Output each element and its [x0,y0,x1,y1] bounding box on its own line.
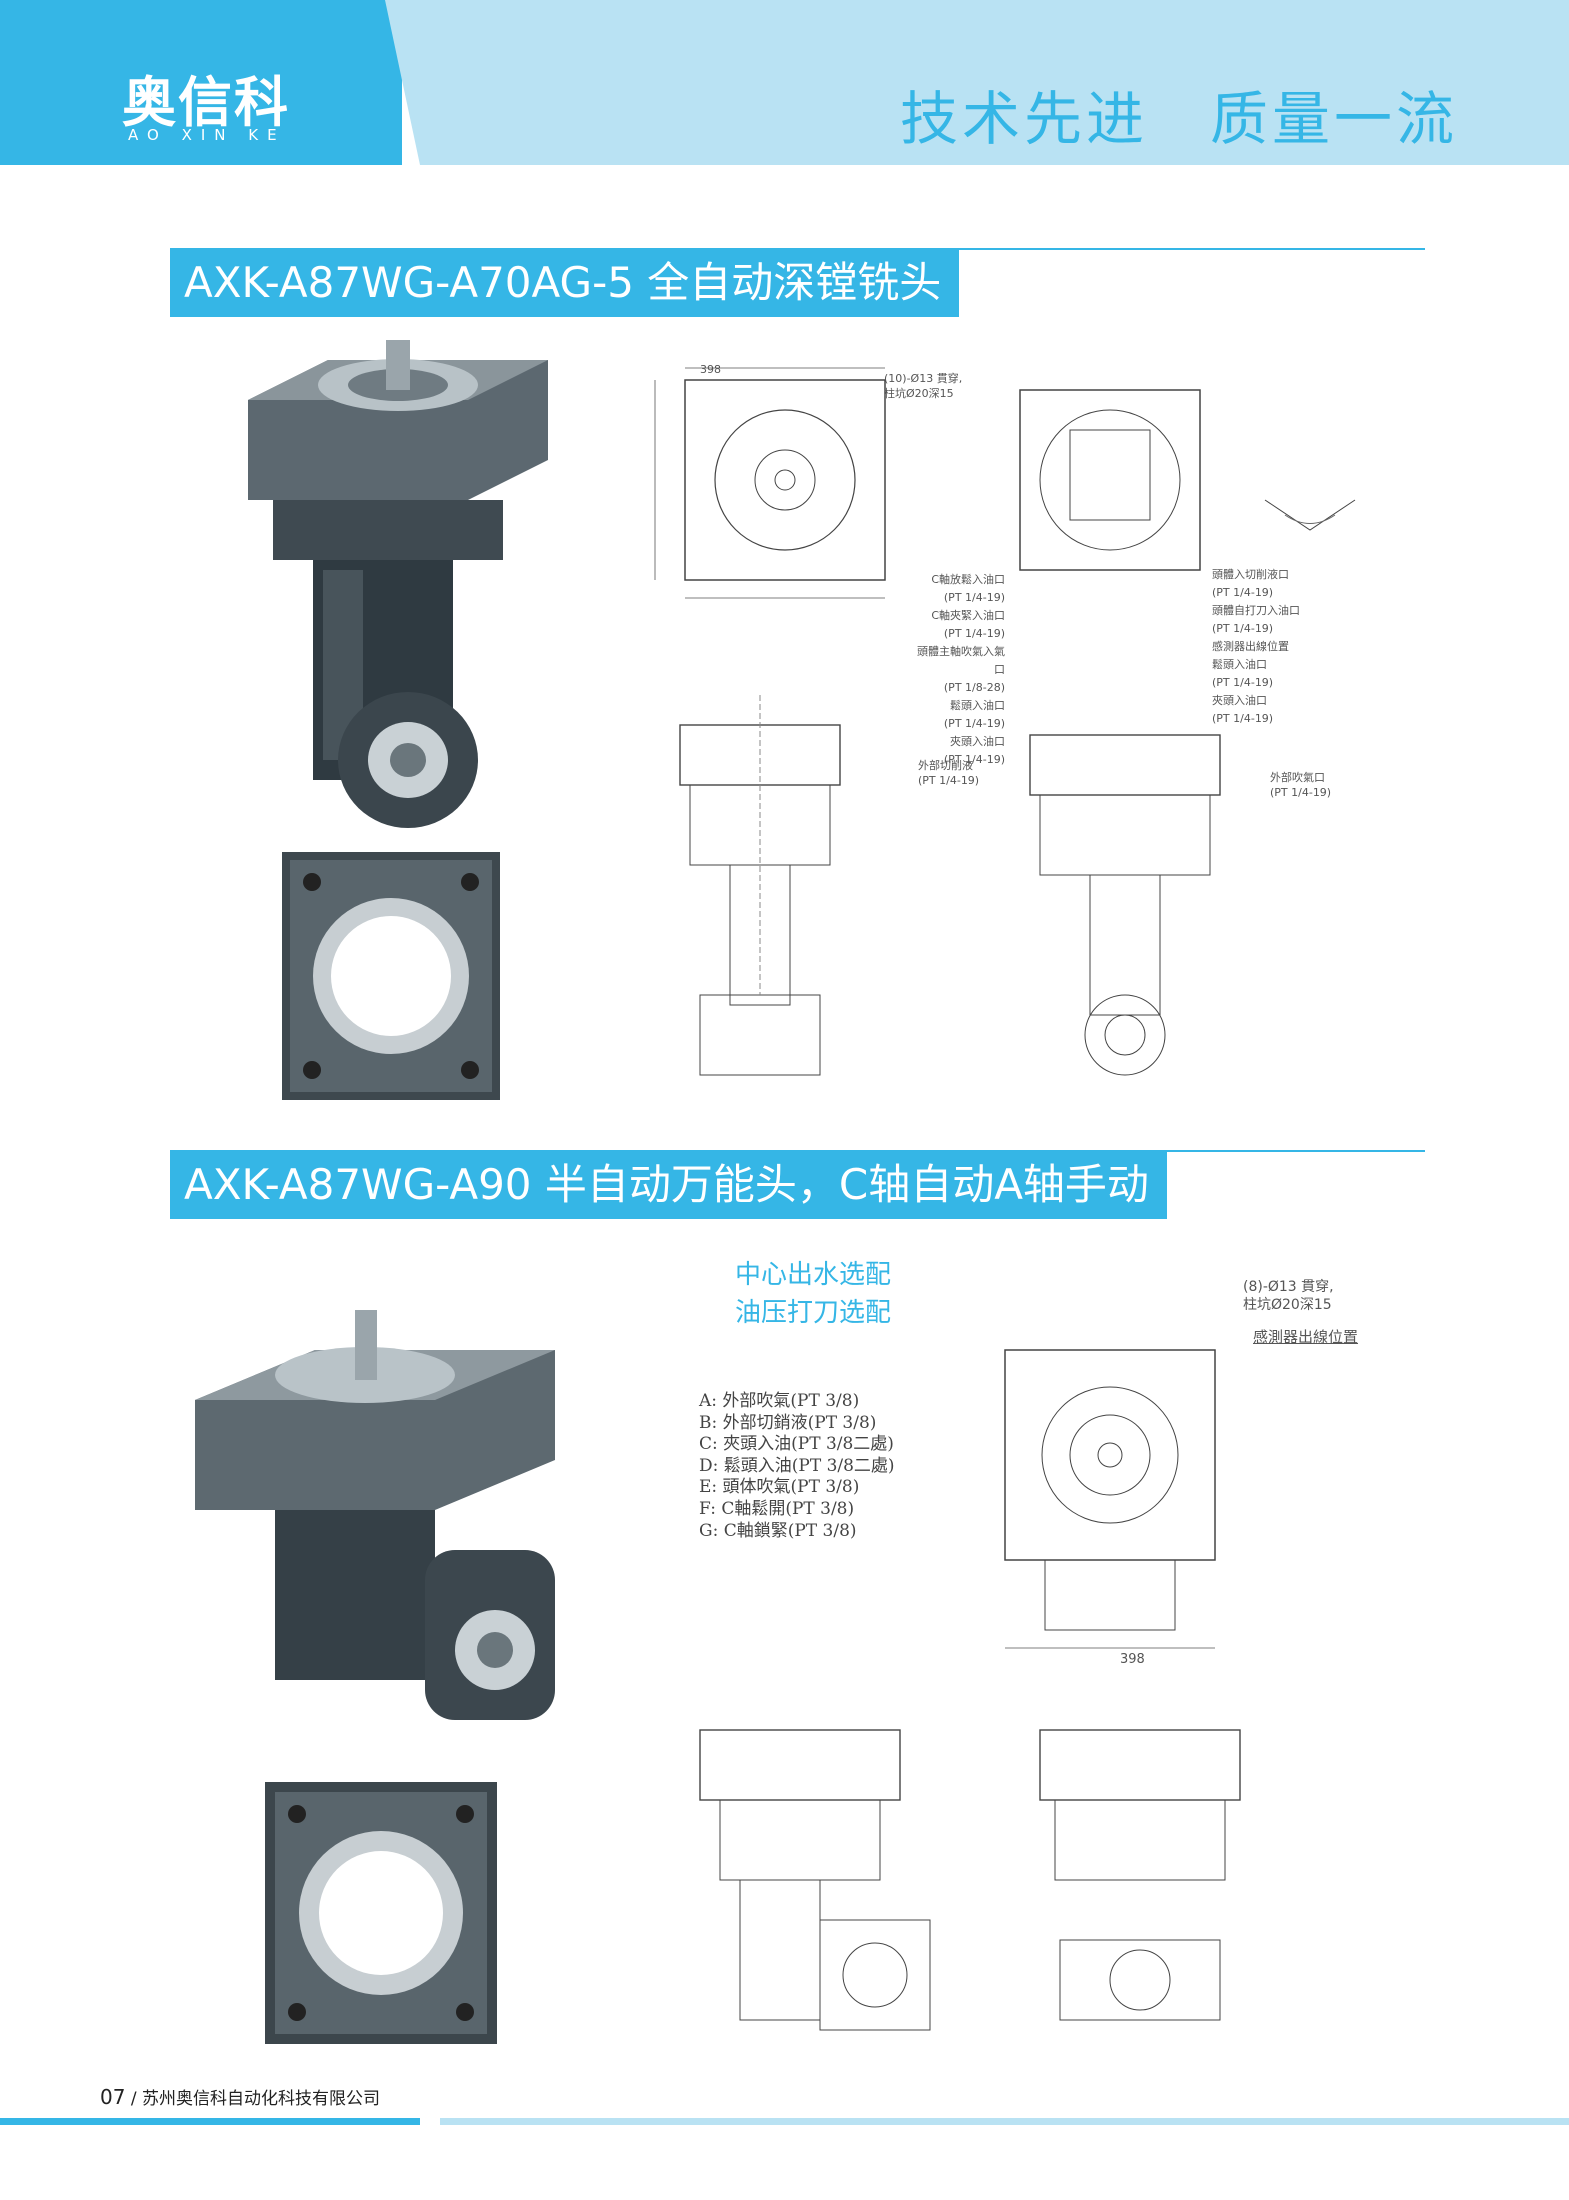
port-label: 頭體主軸吹氣入氣口 [917,645,1005,676]
port-c: C: 夾頭入油(PT 3/8二處) [699,1434,894,1455]
footer-separator: / [130,2089,142,2109]
port-label: 鬆頭入油口 [1212,658,1267,671]
page-number: 07 [100,2085,126,2109]
port-label: 夾頭入油口 [1212,694,1267,707]
external-air-spec: (PT 1/4-19) [1270,786,1332,799]
section1-side-elevation-drawing [1010,715,1240,1105]
section1-title: AXK-A87WG-A70AG-5 全自动深镗铣头 [170,249,960,317]
hole-note-line2: 柱坑Ø20深15 [1243,1297,1332,1313]
section1-top-dims: 398 [700,360,721,379]
side-elevation2-svg [1039,1729,1241,2021]
port-label: (PT 1/4-19) [943,753,1005,766]
port-label: 頭體入切削液口 [1212,568,1289,581]
port-label: (PT 1/4-19) [943,627,1005,640]
section2-port-list: A: 外部吹氣(PT 3/8) B: 外部切銷液(PT 3/8) C: 夾頭入油… [699,1391,895,1542]
port-label: 頭體自打刀入油口 [1212,604,1300,617]
front-elevation2-svg [699,1729,931,2031]
section1-external-air-notes: 外部吹氣口 (PT 1/4-19) [1270,770,1331,800]
section2-width-dim: 398 [1120,1652,1145,1667]
boring-head-illustration [248,340,548,828]
company-name: 苏州奥信科自动化科技有限公司 [142,2089,380,2109]
port-label: (PT 1/4-19) [1212,712,1274,725]
dim-398: 398 [700,363,721,376]
port-label: C軸放鬆入油口 [931,573,1005,586]
port-d: D: 鬆頭入油(PT 3/8二處) [699,1455,895,1476]
port-label: 鬆頭入油口 [950,699,1005,712]
section2-options: 中心出水选配 油压打刀选配 [735,1256,891,1332]
section1-angle-detail [1255,470,1365,540]
port-label: C軸夾緊入油口 [931,609,1005,622]
section2-flange-photo [265,1782,497,2044]
header-banner-right [420,0,1569,165]
footer-bar-left [0,2118,420,2125]
section2-product-photo [195,1310,575,1740]
hole-note-line1: (8)-Ø13 貫穿, [1243,1279,1334,1295]
external-coolant-label: 外部切削液 [918,759,973,772]
section2-hole-note: (8)-Ø13 貫穿, 柱坑Ø20深15 [1243,1278,1334,1314]
top-view2-svg [1004,1349,1216,1649]
port-a: A: 外部吹氣(PT 3/8) [699,1391,860,1411]
port-label: (PT 1/4-19) [943,717,1005,730]
top-view-svg [654,367,886,599]
section1-side-view-drawing [1010,380,1210,580]
port-e: E: 頭体吹氣(PT 3/8) [699,1477,860,1498]
section1-port-callouts-right: 頭體入切削液口 (PT 1/4-19) 頭體自打刀入油口 (PT 1/4-19)… [1212,566,1300,728]
port-label: (PT 1/4-19) [1212,586,1274,599]
section2-title: AXK-A87WG-A90 半自动万能头，C轴自动A轴手动 [170,1151,1167,1219]
footer-text: 07 / 苏州奥信科自动化科技有限公司 [100,2084,380,2109]
section1-top-view-drawing [625,360,925,610]
external-coolant-spec: (PT 1/4-19) [918,774,980,787]
logo-english: AO XIN KE [128,126,286,144]
section1-front-elevation-drawing [640,695,870,1105]
section2-sensor-note: 感測器出線位置 [1253,1328,1359,1346]
option-center-coolant: 中心出水选配 [735,1260,892,1290]
flange2-illustration [265,1782,497,2044]
section1-port-callouts: C軸放鬆入油口 (PT 1/4-19) C軸夾緊入油口 (PT 1/4-19) … [910,571,1005,769]
port-label: (PT 1/4-19) [943,591,1005,604]
section1-product-photo [228,340,548,830]
port-label: 夾頭入油口 [950,735,1005,748]
universal-head-illustration [195,1310,555,1720]
section1-external-notes: 外部切削液 (PT 1/4-19) [918,758,979,788]
hole-note-line1: (10)-Ø13 貫穿, [884,372,963,385]
external-air-label: 外部吹氣口 [1270,771,1325,784]
front-elevation-svg [679,695,841,1076]
angle-svg [1264,499,1356,531]
footer-bar-right [440,2118,1569,2125]
section2-front-elevation-drawing [690,1700,980,2050]
header-banner-left [0,0,402,165]
port-b: B: 外部切銷液(PT 3/8) [699,1412,877,1433]
port-f: F: C軸鬆開(PT 3/8) [699,1498,855,1519]
section1-hole-note: (10)-Ø13 貫穿, 柱坑Ø20深15 [884,371,962,401]
logo-chinese: 奥信科 [122,71,290,134]
port-label: (PT 1/4-19) [1212,676,1274,689]
port-label: (PT 1/8-28) [943,681,1005,694]
section2-top-view-drawing [985,1330,1235,1660]
flange-illustration [282,852,500,1100]
port-g: G: C軸鎖緊(PT 3/8) [699,1520,857,1541]
section1-flange-photo [282,852,500,1100]
slogan: 技术先进 质量一流 [900,85,1459,153]
port-label: 感測器出線位置 [1212,640,1289,653]
side-view-svg [1019,389,1201,571]
hole-note-line2: 柱坑Ø20深15 [884,387,954,400]
option-hydraulic-drawbar: 油压打刀选配 [735,1298,892,1328]
section2-side-elevation-drawing [1030,1700,1260,2050]
side-elevation-svg [1029,734,1221,1076]
port-label: (PT 1/4-19) [1212,622,1274,635]
header-notch [385,0,420,165]
